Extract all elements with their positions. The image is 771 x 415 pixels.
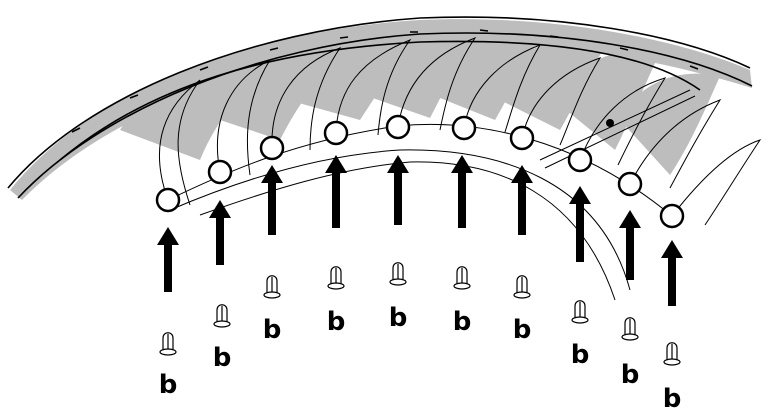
- push-rivet-icon: [327, 266, 345, 290]
- up-arrow-icon: [261, 165, 283, 235]
- up-arrow-icon: [451, 155, 473, 228]
- frame-shadow: [10, 19, 752, 201]
- up-arrow-icon: [569, 186, 591, 262]
- up-arrow-icon: [209, 200, 231, 265]
- part-label-b: b: [263, 315, 282, 345]
- attachment-ring-icon: [617, 171, 643, 197]
- up-arrow-icon: [157, 227, 179, 292]
- frame-outline: [7, 16, 753, 199]
- attachment-ring-icon: [385, 114, 411, 140]
- push-rivet-icon: [389, 262, 407, 286]
- attachment-points: [155, 114, 685, 229]
- part-label-b: b: [453, 307, 472, 337]
- push-rivet-icon: [159, 332, 177, 356]
- part-label-b: b: [389, 303, 408, 333]
- attachment-ring-icon: [155, 187, 181, 213]
- push-rivet-icon: [663, 342, 681, 366]
- push-rivet-icon: [621, 317, 639, 341]
- up-arrow-icon: [511, 165, 533, 235]
- pivot-dot: [606, 119, 614, 127]
- part-label-b: b: [327, 307, 346, 337]
- up-arrow-icon: [661, 240, 683, 306]
- up-arrow-icon: [387, 155, 409, 225]
- push-rivet-icon: [263, 275, 281, 299]
- attachment-ring-icon: [567, 147, 593, 173]
- part-label-b: b: [621, 360, 640, 390]
- part-label-b: b: [213, 343, 232, 373]
- part-label-b: b: [159, 370, 178, 400]
- part-label-b: b: [513, 315, 532, 345]
- attachment-ring-icon: [323, 120, 349, 146]
- push-rivet-icon: [571, 300, 589, 324]
- attachment-ring-icon: [207, 159, 233, 185]
- attachment-ring-icon: [451, 115, 477, 141]
- up-arrow-icon: [325, 155, 347, 228]
- push-rivet-icon: [453, 266, 471, 290]
- attachment-ring-icon: [259, 135, 285, 161]
- part-label-b: b: [571, 340, 590, 370]
- push-rivet-icon: [513, 275, 531, 299]
- attachment-ring-icon: [659, 203, 685, 229]
- attachment-ring-icon: [509, 125, 535, 151]
- push-rivet-icon: [213, 304, 231, 328]
- up-arrow-icon: [619, 210, 641, 280]
- part-label-b: b: [663, 384, 682, 414]
